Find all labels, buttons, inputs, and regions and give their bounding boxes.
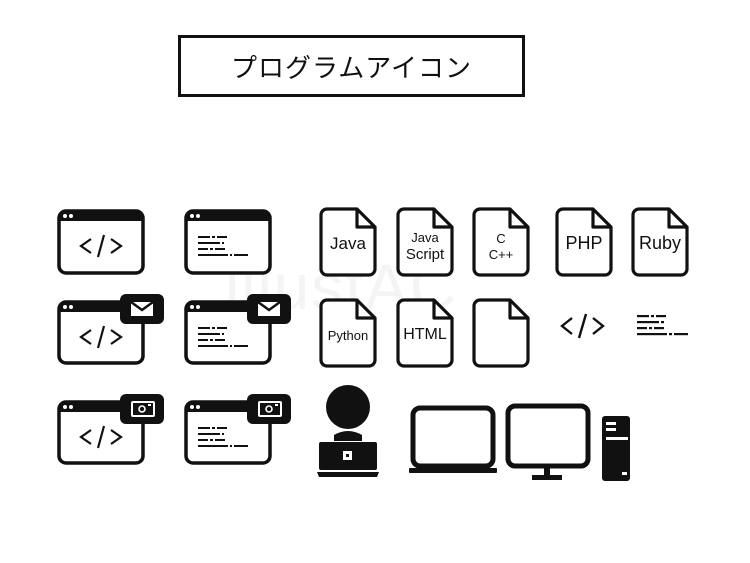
ruby-file-icon: Ruby bbox=[631, 207, 689, 277]
html-file-icon: HTML bbox=[396, 298, 454, 368]
blank-file-icon bbox=[472, 298, 530, 368]
file-label: Ruby bbox=[638, 233, 682, 253]
file-label: Java bbox=[330, 234, 366, 253]
file-label: Java bbox=[411, 230, 439, 245]
java-file-icon: Java bbox=[319, 207, 377, 277]
desktop-monitor-icon bbox=[505, 403, 591, 483]
title-box: プログラムアイコン bbox=[178, 35, 525, 97]
browser-code-lines-camera-icon bbox=[184, 392, 294, 466]
page-title: プログラムアイコン bbox=[231, 53, 472, 84]
code-tag-icon bbox=[560, 312, 606, 340]
file-label: HTML bbox=[403, 326, 447, 343]
pc-tower-icon bbox=[600, 415, 632, 483]
php-file-icon: PHP bbox=[555, 207, 613, 277]
browser-code-camera-icon bbox=[57, 392, 167, 466]
file-label: PHP bbox=[565, 233, 603, 253]
browser-code-lines-mail-icon bbox=[184, 292, 294, 366]
file-label: C bbox=[496, 231, 506, 246]
file-label-line2: Script bbox=[405, 246, 445, 263]
browser-code-lines-icon bbox=[184, 209, 272, 275]
code-lines-icon bbox=[637, 314, 689, 338]
python-file-icon: Python bbox=[319, 298, 377, 368]
javascript-file-icon: Java Script bbox=[396, 207, 454, 277]
browser-code-mail-icon bbox=[57, 292, 167, 366]
file-label: Python bbox=[327, 328, 369, 343]
c-cpp-file-icon: C C++ bbox=[472, 207, 530, 277]
browser-code-icon bbox=[57, 209, 145, 275]
programmer-at-laptop-icon bbox=[315, 383, 381, 479]
file-label-line2: C++ bbox=[488, 247, 514, 262]
laptop-icon bbox=[408, 405, 498, 475]
